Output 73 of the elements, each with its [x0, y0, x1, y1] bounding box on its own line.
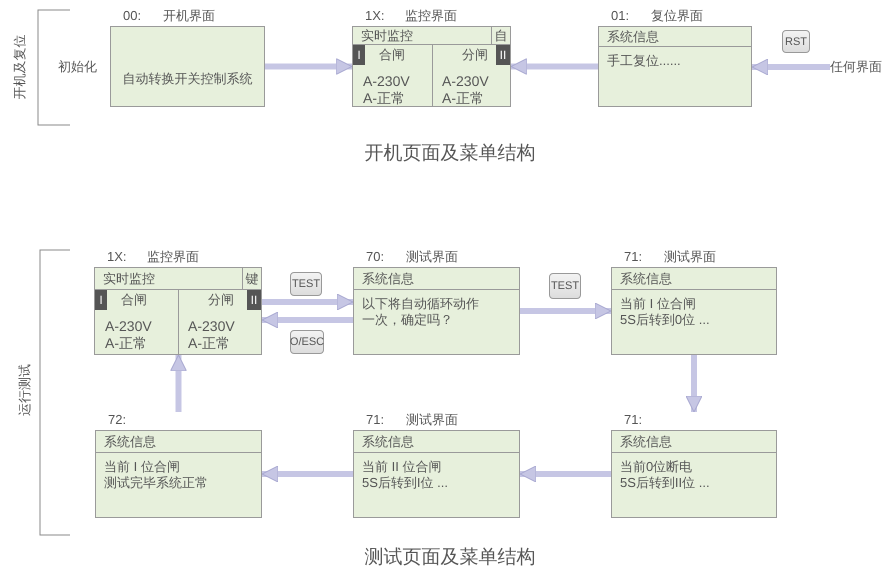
key-cap: TEST — [549, 273, 581, 299]
arrow — [752, 58, 830, 76]
screen-heading: 1X: — [107, 249, 127, 265]
arrow — [520, 466, 611, 482]
screen-heading: 测试界面 — [664, 249, 716, 265]
message-text: 5S后转到I位 ... — [362, 475, 449, 491]
position-mark: II — [496, 45, 510, 65]
message-text: 当前 I 位合闸 — [620, 296, 697, 312]
key-cap: TEST — [290, 272, 322, 296]
arrow — [686, 355, 702, 412]
section-caption: 测试页面及菜单结构 — [364, 546, 536, 570]
screen-heading: 开机界面 — [163, 8, 215, 24]
title-text: 系统信息 — [607, 29, 659, 45]
screen-label: 任何界面 — [830, 59, 882, 75]
switch-state: 分闸 — [462, 47, 488, 63]
message-text: 当前 II 位合闸 — [362, 459, 442, 475]
title-text: 系统信息 — [104, 434, 156, 450]
message-text: 5S后转到II位 ... — [620, 475, 711, 491]
reading-value: A-230V — [363, 73, 410, 89]
reading-value: A-正常 — [105, 335, 147, 351]
stage-label: 初始化 — [58, 59, 97, 75]
title-text: 系统信息 — [362, 434, 414, 450]
screen-heading: 监控界面 — [405, 8, 457, 24]
switch-state: 合闸 — [379, 47, 405, 63]
position-mark: I — [353, 45, 365, 65]
screen-heading: 复位界面 — [651, 8, 703, 24]
key-cap: RST — [782, 30, 810, 53]
arrow — [510, 58, 598, 75]
arrow — [170, 354, 187, 412]
screen-heading: 72: — [108, 412, 126, 428]
switch-state: 合闸 — [121, 292, 147, 308]
section-caption: 开机页面及菜单结构 — [364, 142, 536, 166]
arrow — [520, 302, 612, 320]
screen-heading: 71: — [624, 412, 642, 428]
screen-heading: 71: — [624, 249, 642, 265]
mode-cell: 键 — [242, 268, 261, 289]
reading-value: A-230V — [442, 73, 489, 89]
reading-value: A-正常 — [363, 90, 405, 106]
system-name: 自动转换开关控制系统 — [122, 71, 254, 87]
message-text: 当前0位断电 — [620, 459, 694, 475]
title-text: 系统信息 — [620, 434, 672, 450]
message-text: 当前 I 位合闸 — [104, 459, 181, 475]
screen-heading: 01: — [611, 8, 630, 24]
reading-value: A-正常 — [188, 335, 230, 351]
screen-heading: 71: — [366, 412, 384, 428]
screen-heading: 1X: — [365, 8, 385, 24]
mode-cell: 自 — [491, 27, 510, 44]
key-cap: O/ESC — [290, 330, 324, 354]
reading-value: A-230V — [105, 318, 152, 334]
switch-state: 分闸 — [208, 292, 234, 308]
position-mark: II — [247, 290, 261, 310]
message-text: 5S后转到0位 ... — [620, 312, 711, 328]
screen-heading: 00: — [123, 8, 142, 24]
arrow — [262, 466, 353, 482]
reading-value: A-230V — [188, 318, 235, 334]
section-label: 开机及复位 — [12, 34, 28, 102]
position-mark: I — [95, 290, 107, 310]
arrow — [262, 294, 354, 310]
section-label: 运行测试 — [17, 363, 33, 418]
screen-heading: 监控界面 — [147, 249, 199, 265]
screen-heading: 测试界面 — [406, 412, 458, 428]
arrow — [265, 58, 352, 75]
title-text: 系统信息 — [620, 271, 672, 287]
screen-heading: 测试界面 — [406, 249, 458, 265]
screen-heading: 70: — [366, 249, 384, 265]
title-text: 实时监控 — [103, 271, 155, 287]
title-text: 系统信息 — [362, 271, 414, 287]
message-text: 以下将自动循环动作一次，确定吗？ — [362, 296, 480, 328]
title-text: 实时监控 — [361, 28, 413, 44]
message-text: 手工复位...... — [607, 53, 682, 69]
arrow — [262, 312, 353, 328]
message-text: 测试完毕系统正常 — [104, 475, 209, 491]
reading-value: A-正常 — [442, 90, 484, 106]
